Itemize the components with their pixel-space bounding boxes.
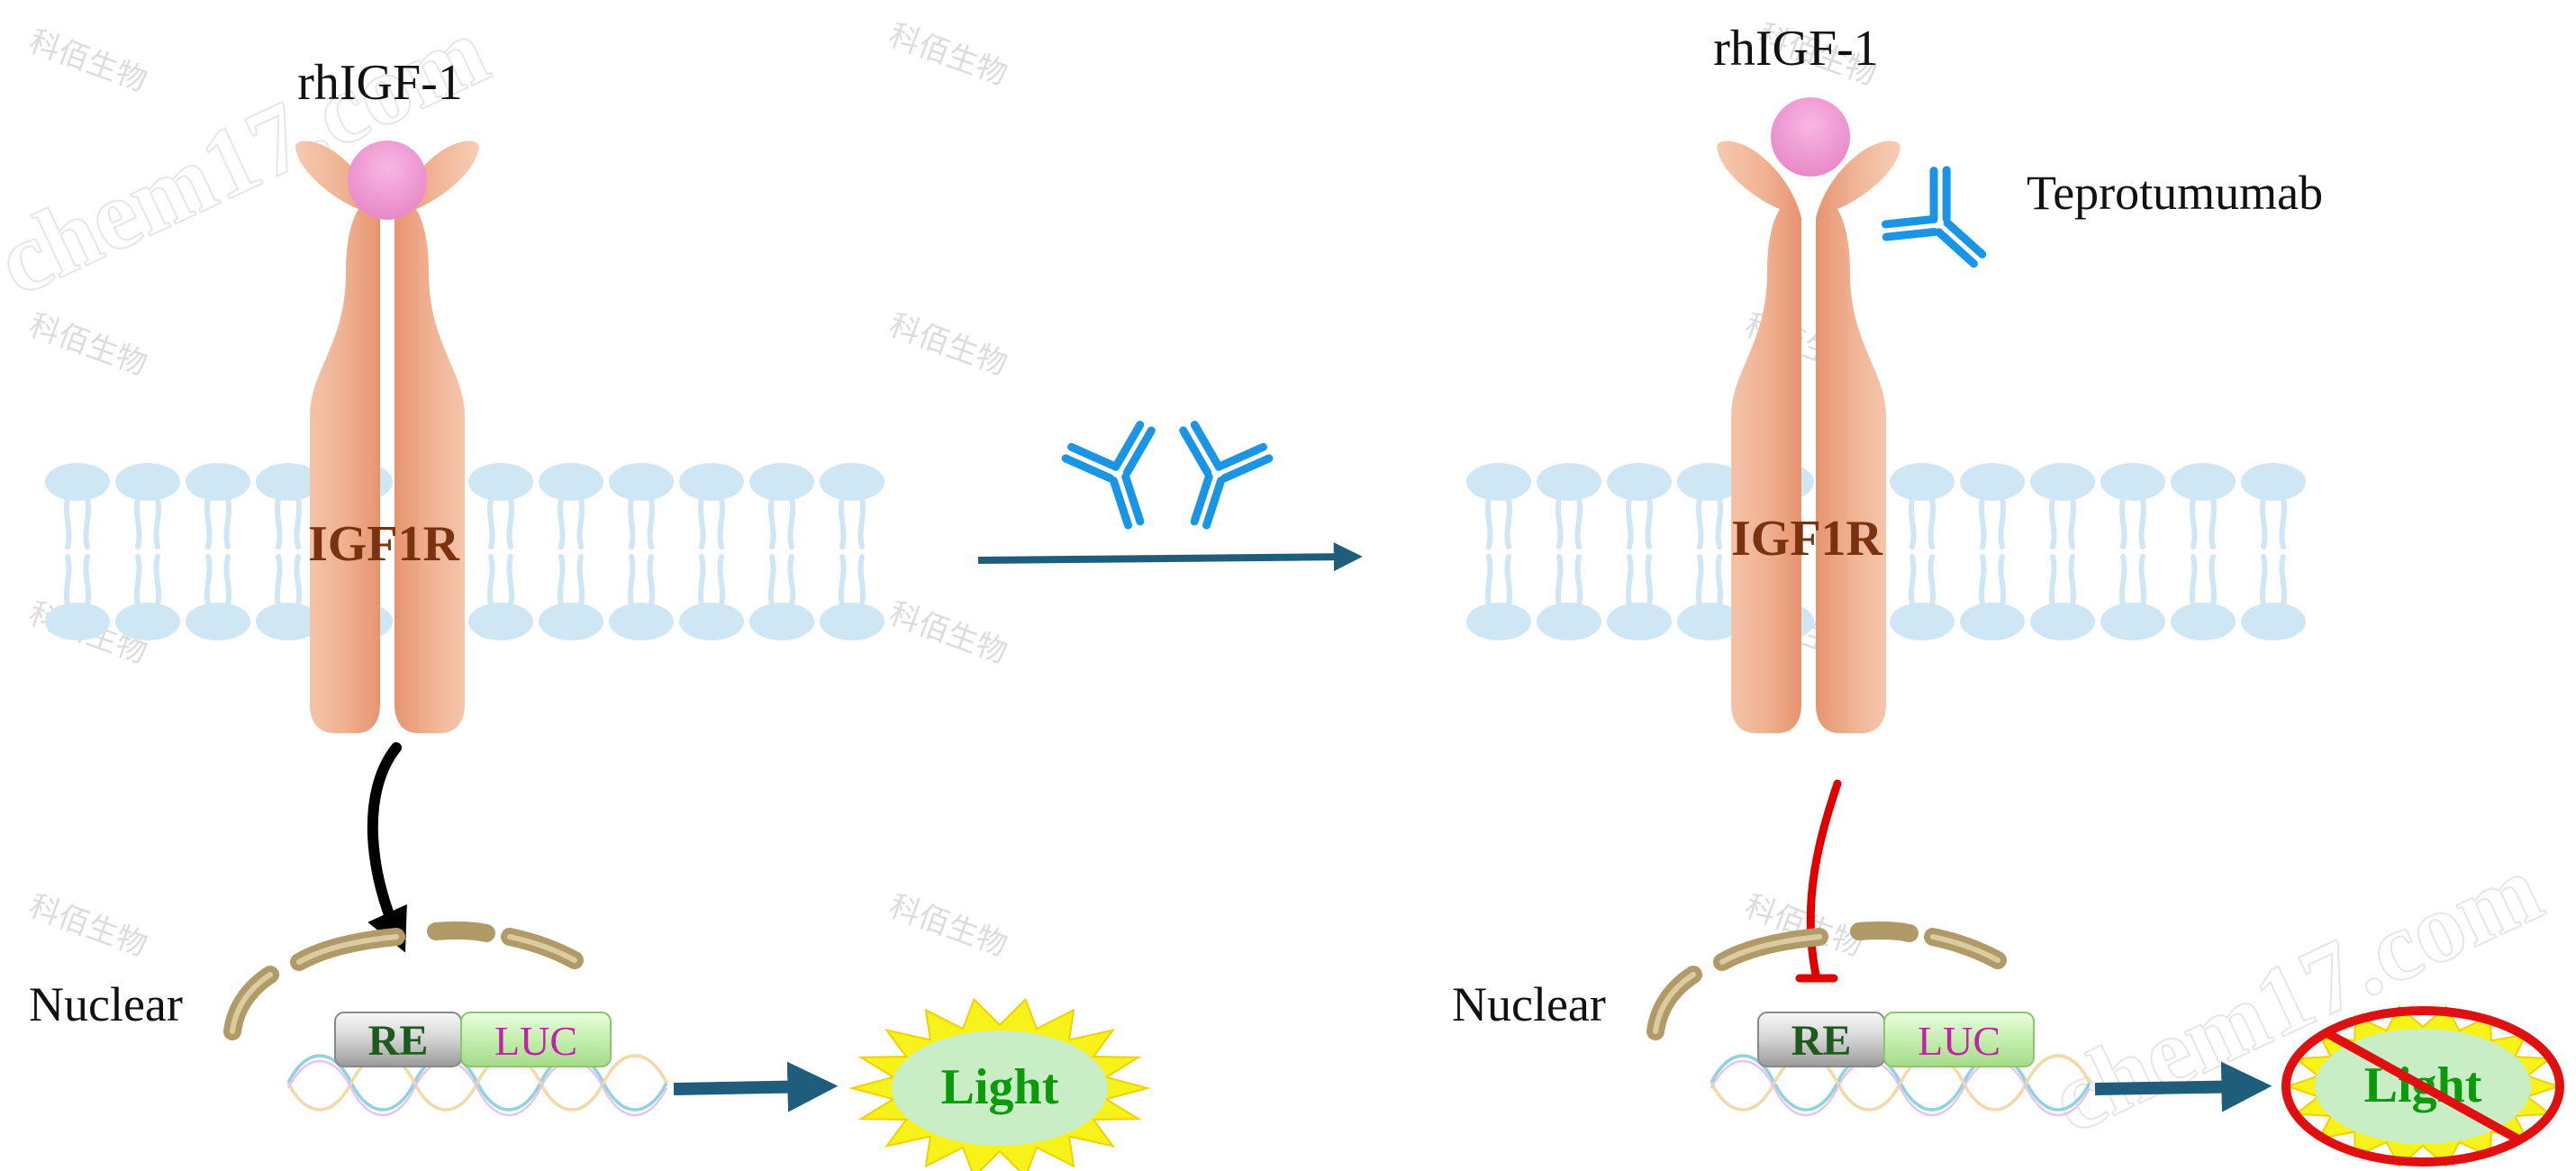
output-arrow [673, 1061, 839, 1112]
watermark-cn: 科佰生物 [884, 308, 1011, 382]
phospholipid [45, 557, 110, 640]
nuclear-label: Nuclear [29, 977, 183, 1031]
phospholipid [1607, 557, 1672, 640]
phospholipid [679, 463, 744, 547]
rhigf1-ligand [1771, 97, 1850, 177]
nuclear-label: Nuclear [1452, 977, 1606, 1031]
phospholipid [45, 463, 110, 547]
phospholipid [1537, 463, 1601, 547]
phospholipid [679, 557, 744, 640]
left-panel: IGF1R rhIGF-1 Nuclear RE LUC [29, 55, 1151, 1171]
watermark-cn: 科佰生物 [24, 24, 151, 98]
phospholipid [468, 463, 533, 547]
igf1r-receptor [295, 141, 479, 733]
phospholipid [2030, 463, 2095, 547]
phospholipid [609, 463, 674, 547]
luc-label: LUC [1918, 1018, 2000, 1064]
phospholipid [2100, 463, 2165, 547]
phospholipid [1466, 463, 1531, 547]
phospholipid [1890, 557, 1955, 640]
antibody-icon [1157, 422, 1272, 538]
re-label: RE [368, 1017, 429, 1065]
phospholipid [468, 557, 533, 640]
inhibition-line [1795, 779, 1842, 983]
light-burst: Light [848, 997, 1151, 1171]
igf1r-label: IGF1R [308, 516, 460, 572]
nuclear-envelope-inner [1653, 934, 2000, 1034]
light-burst-blocked: Light [2281, 1004, 2564, 1168]
phospholipid [749, 463, 814, 547]
watermark-cn: 科佰生物 [24, 308, 151, 382]
re-label: RE [1791, 1017, 1852, 1065]
igf1r-label: IGF1R [1731, 511, 1883, 567]
phospholipid [186, 557, 250, 640]
rhigf1-label: rhIGF-1 [297, 55, 463, 111]
nuclear-envelope-inner [230, 934, 577, 1034]
phospholipid [609, 557, 674, 640]
phospholipid [749, 557, 814, 640]
phospholipid [2241, 557, 2306, 640]
phospholipid [2171, 463, 2236, 547]
light-label: Light [941, 1059, 1059, 1115]
teprotumumab-antibody [1880, 164, 2009, 293]
watermark-cn: 科佰生物 [884, 18, 1011, 92]
signal-arrow [367, 742, 407, 953]
watermark-cn: 科佰生物 [884, 889, 1011, 963]
antibody-icon [1063, 422, 1177, 538]
phospholipid [115, 463, 180, 547]
teprotumumab-label: Teprotumumab [2027, 166, 2323, 220]
phospholipid [1537, 557, 1601, 640]
phospholipid [820, 463, 884, 547]
phospholipid [539, 557, 603, 640]
phospholipid [2030, 557, 2095, 640]
rhigf1-label: rhIGF-1 [1713, 21, 1879, 77]
phospholipid [1466, 557, 1531, 640]
phospholipid [820, 557, 884, 640]
watermark-cn: 科佰生物 [24, 889, 151, 963]
re-element: RE [1757, 1012, 1885, 1067]
luc-gene: LUC [1883, 1012, 2035, 1067]
phospholipid [1960, 557, 2025, 640]
phospholipid [115, 557, 180, 640]
re-element: RE [334, 1012, 462, 1067]
phospholipid [539, 463, 603, 547]
phospholipid [186, 463, 250, 547]
luc-gene: LUC [460, 1012, 612, 1067]
treatment-arrow [977, 542, 1363, 572]
treatment-transition [977, 422, 1363, 572]
right-panel: IGF1R rhIGF-1 Teprotumumab Nuclear RE [1452, 21, 2564, 1168]
watermark-cn: 科佰生物 [884, 596, 1011, 670]
phospholipid [2171, 557, 2236, 640]
phospholipid [2241, 463, 2306, 547]
no-sign-icon [2281, 1006, 2564, 1166]
phospholipid [1960, 463, 2025, 547]
phospholipid [1890, 463, 1955, 547]
phospholipid [1607, 463, 1672, 547]
output-arrow [2094, 1061, 2272, 1112]
luc-label: LUC [494, 1018, 577, 1064]
rhigf1-ligand [348, 141, 427, 220]
phospholipid [2100, 557, 2165, 640]
